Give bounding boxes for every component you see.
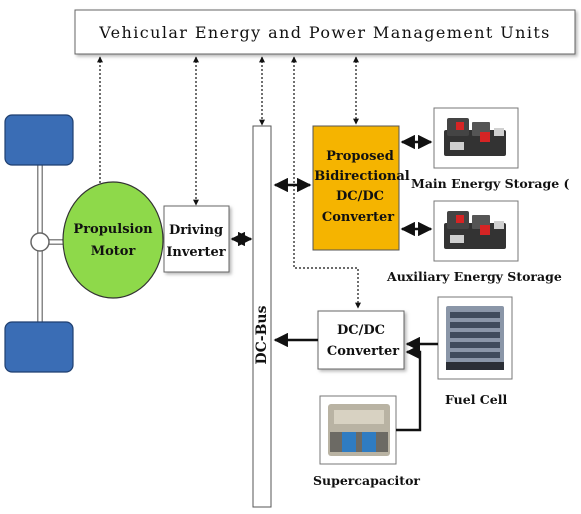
converter-label-2: Bidirectional — [314, 169, 409, 184]
fuel-cell-image — [437, 296, 513, 380]
propulsion-motor-label-2: Motor — [91, 244, 136, 259]
vehicle-axle — [30, 165, 68, 325]
fuel-cell-label: Fuel Cell — [445, 392, 507, 407]
main-energy-storage-label: Main Energy Storage ( — [411, 176, 570, 191]
dcdc-converter-label-1: DC/DC — [337, 323, 385, 338]
management-units-box: Vehicular Energy and Power Management Un… — [74, 9, 576, 55]
wheel-bottom — [4, 321, 74, 373]
driving-inverter: Driving Inverter — [163, 205, 230, 273]
supercapacitor-image — [319, 395, 397, 465]
dc-bus: DC-Bus — [252, 125, 272, 508]
supercap-to-dcdc-arrow — [396, 344, 422, 432]
converter-label-4: Converter — [322, 210, 394, 225]
converter-label-3: DC/DC — [336, 189, 384, 204]
dcdc-converter-label-2: Converter — [327, 344, 399, 359]
power-flow-arrows — [230, 134, 438, 432]
supercapacitor-label: Supercapacitor — [313, 473, 420, 488]
proposed-bidirectional-converter: Proposed Bidirectional DC/DC Converter — [312, 125, 410, 251]
propulsion-motor: Propulsion Motor — [62, 181, 164, 299]
propulsion-motor-label-1: Propulsion — [73, 222, 153, 237]
dc-bus-label: DC-Bus — [254, 305, 270, 364]
driving-inverter-label-2: Inverter — [166, 245, 225, 260]
auxiliary-energy-storage-label: Auxiliary Energy Storage — [386, 269, 562, 284]
management-units-title: Vehicular Energy and Power Management Un… — [98, 23, 551, 42]
main-energy-storage-image — [433, 107, 519, 169]
control-signal-lines — [97, 56, 361, 309]
driving-inverter-label-1: Driving — [169, 223, 223, 238]
converter-label-1: Proposed — [326, 149, 394, 164]
wheel-top — [4, 114, 74, 166]
dcdc-converter: DC/DC Converter — [317, 310, 405, 370]
auxiliary-energy-storage-image — [433, 200, 519, 262]
